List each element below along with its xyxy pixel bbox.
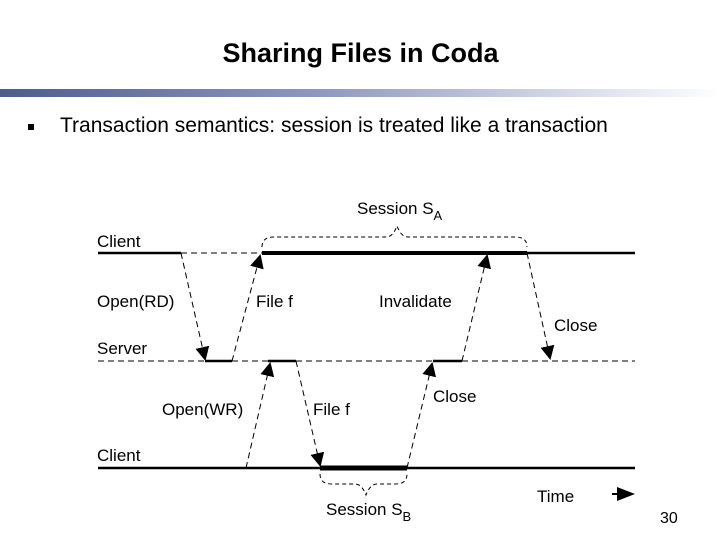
open-rd-arrow [180, 252, 210, 361]
close-top-label: Close [554, 316, 597, 335]
close-bottom-label: Close [433, 387, 476, 406]
close-bottom-arrow [406, 362, 437, 469]
session-a-brace [261, 224, 528, 248]
open-wr-arrow [245, 362, 275, 469]
server-label: Server [97, 339, 147, 358]
square-bullet-icon [28, 124, 34, 130]
title-underline [0, 89, 721, 97]
slide-title: Sharing Files in Coda [222, 38, 499, 68]
time-label: Time [537, 487, 574, 506]
open-rd-label: Open(RD) [97, 292, 174, 311]
client-top-label: Client [97, 232, 141, 251]
time-arrow-icon [612, 487, 635, 501]
bullet-text: Transaction semantics: session is treate… [60, 114, 608, 137]
page-number: 30 [660, 510, 678, 527]
invalidate-label: Invalidate [379, 292, 452, 311]
close-top-arrow [526, 252, 555, 360]
client-bottom-label: Client [97, 446, 141, 465]
file-f-bottom-label: File f [313, 400, 350, 419]
session-a-label: Session SA [357, 199, 443, 223]
invalidate-arrow [461, 254, 492, 362]
session-b-label: Session SB [326, 500, 411, 524]
file-f-top-arrow [231, 254, 264, 362]
file-f-bottom-arrow [295, 360, 325, 467]
bullet-item: Transaction semantics: session is treate… [28, 114, 608, 138]
open-wr-label: Open(WR) [162, 400, 243, 419]
file-f-top-label: File f [256, 292, 293, 311]
session-b-brace [319, 473, 408, 497]
